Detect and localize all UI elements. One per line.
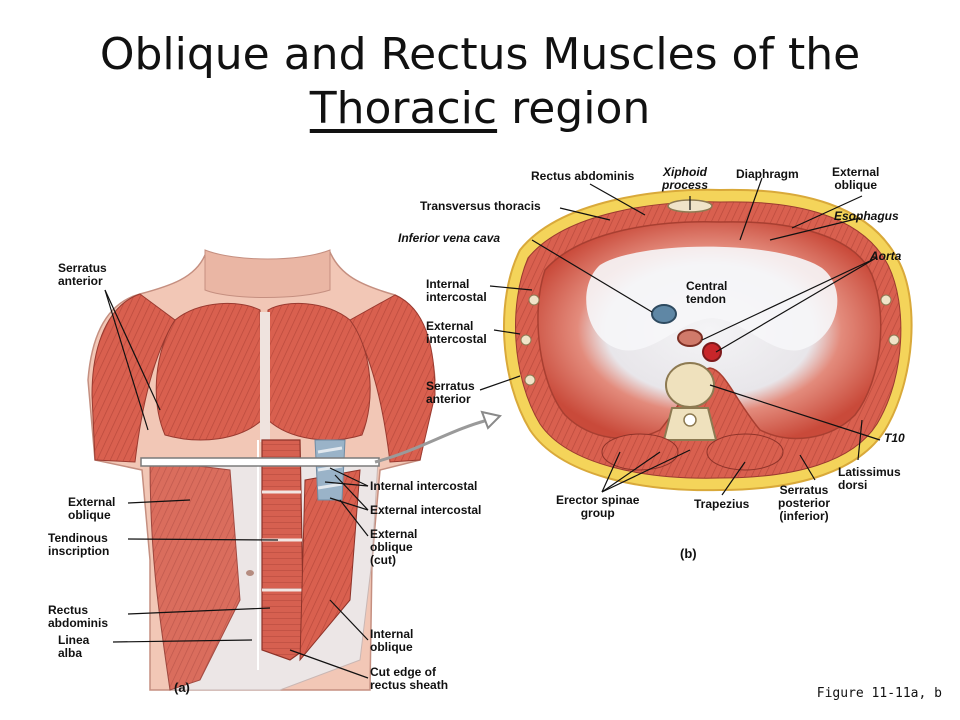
title-line1: Oblique and Rectus Muscles of the [99, 29, 861, 80]
label-external-intercostal-a: External intercostal [370, 503, 482, 517]
label-cut-edge-rectus-sheath: Cut edge of rectus sheath [370, 665, 449, 692]
label-esophagus: Esophagus [834, 209, 899, 223]
label-central-tendon: Central tendon [686, 279, 728, 306]
label-aorta: Aorta [870, 249, 902, 263]
label-trapezius: Trapezius [694, 497, 750, 511]
title-line2-rest: region [511, 83, 651, 134]
label-inferior-vena-cava: Inferior vena cava [398, 231, 501, 245]
label-external-intercostal-b: External intercostal [426, 319, 487, 346]
label-external-oblique-cut: External oblique (cut) [370, 527, 418, 567]
label-xiphoid-process: Xiphoid process [662, 165, 709, 192]
label-external-oblique-a: External oblique [68, 495, 116, 522]
label-transversus-thoracis: Transversus thoracis [420, 199, 541, 213]
label-external-oblique-b: External oblique [832, 165, 880, 192]
label-erector-spinae-group: Erector spinae group [556, 493, 640, 520]
label-internal-oblique: Internal oblique [370, 627, 414, 654]
label-latissimus-dorsi: Latissimus dorsi [838, 465, 901, 492]
label-diaphragm: Diaphragm [736, 167, 799, 181]
label-t10: T10 [884, 431, 905, 445]
torso-figure [87, 249, 436, 691]
leader-lines [104, 177, 881, 679]
label-serratus-anterior-b: Serratus anterior [426, 379, 475, 406]
title-underlined-word: Thoracic [309, 83, 498, 134]
label-internal-intercostal-b: Internal intercostal [426, 277, 487, 304]
label-linea-alba: Linea alba [58, 633, 90, 660]
cross-section [502, 188, 913, 492]
label-serratus-posterior: Serratus posterior (inferior) [778, 483, 831, 523]
panel-a-tag: (a) [174, 680, 190, 695]
label-serratus-anterior-a: Serratus anterior [58, 261, 107, 288]
label-rectus-abdominis-b: Rectus abdominis [531, 169, 635, 183]
label-rectus-abdominis-a: Rectus abdominis [48, 603, 109, 630]
slide-title: Oblique and Rectus Muscles of the Thorac… [0, 28, 960, 136]
panel-b-tag: (b) [680, 546, 697, 561]
label-internal-intercostal-a: Internal intercostal [370, 479, 478, 493]
label-tendinous-inscription: Tendinous inscription [48, 531, 110, 558]
figure-reference: Figure 11-11a, b [816, 686, 942, 701]
